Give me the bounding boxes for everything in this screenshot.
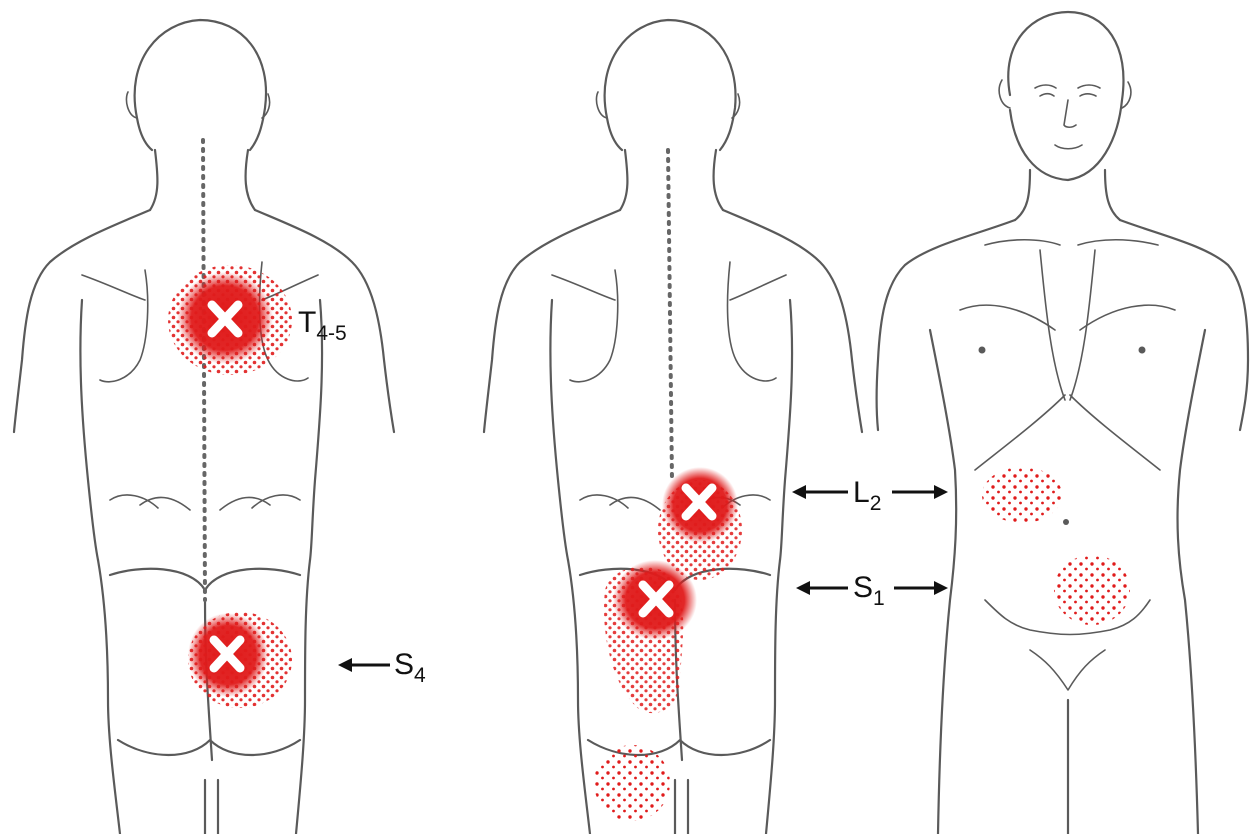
- figure-back-left: [14, 20, 394, 834]
- svg-text:S1: S1: [853, 571, 885, 610]
- label-t4-5: T4-5: [298, 306, 347, 345]
- figure-back-middle: [484, 20, 862, 834]
- label-l2: L2: [853, 476, 881, 515]
- label-s4: S4: [394, 648, 426, 687]
- svg-text:T4-5: T4-5: [298, 306, 347, 345]
- pain-zone-s1: [604, 560, 697, 713]
- pain-zone-s4: [188, 612, 292, 708]
- referred-zone-abdomen-lower: [1054, 555, 1130, 625]
- referred-zone-thigh: [594, 745, 670, 821]
- svg-text:S4: S4: [394, 648, 426, 687]
- arrow-s4: [338, 658, 390, 672]
- referred-zone-abdomen-upper: [982, 467, 1062, 523]
- svg-text:L2: L2: [853, 476, 881, 515]
- label-s1: S1: [853, 571, 885, 610]
- figure-front-right: [877, 12, 1249, 834]
